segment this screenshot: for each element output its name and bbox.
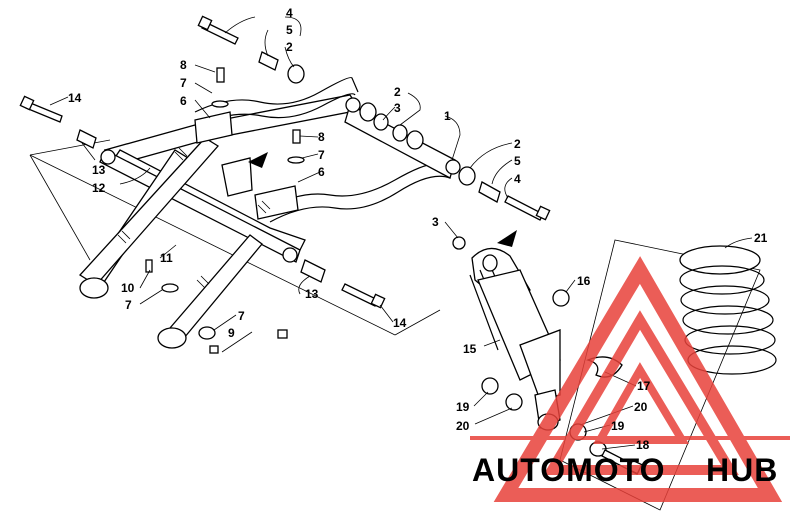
callout-14: 14 — [68, 91, 82, 105]
hardware-parts — [19, 15, 551, 354]
callout-2: 2 — [286, 40, 293, 54]
callout-11: 11 — [160, 251, 173, 265]
callout-5: 5 — [514, 154, 521, 168]
suspension-arm-assembly — [78, 76, 461, 349]
watermark-logo — [470, 256, 790, 502]
callout-16: 16 — [577, 274, 591, 288]
callout-6: 6 — [180, 94, 187, 108]
callout-6: 6 — [318, 165, 325, 179]
callout-8: 8 — [180, 58, 187, 72]
callout-4: 4 — [514, 172, 521, 186]
shock-absorber — [452, 236, 777, 475]
callout-3: 3 — [394, 101, 401, 115]
callout-8: 8 — [318, 130, 325, 144]
watermark-brand-b: HUB — [706, 452, 778, 488]
callout-5: 5 — [286, 23, 293, 37]
coil-spring — [679, 245, 777, 375]
callout-7: 7 — [180, 76, 187, 90]
callout-7: 7 — [125, 298, 132, 312]
callout-7: 7 — [238, 309, 245, 323]
watermark-brand-a: AUTOMOTO — [472, 452, 665, 488]
callout-19: 19 — [611, 419, 625, 433]
callout-20: 20 — [456, 419, 470, 433]
callout-1: 1 — [444, 109, 451, 123]
callout-7: 7 — [318, 148, 325, 162]
callout-labels: 4 5 2 8 7 6 14 13 12 2 3 1 8 7 6 2 5 4 1… — [68, 6, 768, 452]
callout-19: 19 — [456, 400, 470, 414]
callout-9: 9 — [228, 326, 235, 340]
callout-2: 2 — [394, 85, 401, 99]
callout-15: 15 — [463, 342, 477, 356]
callout-13: 13 — [92, 163, 106, 177]
callout-13: 13 — [305, 287, 319, 301]
callout-12: 12 — [92, 181, 106, 195]
callout-14: 14 — [393, 316, 407, 330]
leader-lines — [49, 16, 753, 450]
callout-17: 17 — [637, 379, 651, 393]
callout-3: 3 — [432, 215, 439, 229]
callout-21: 21 — [754, 231, 768, 245]
callout-18: 18 — [636, 438, 650, 452]
watermark-text: AUTOMOTO HUB — [472, 452, 778, 488]
callout-4: 4 — [286, 6, 293, 20]
callout-20: 20 — [634, 400, 648, 414]
callout-2: 2 — [514, 137, 521, 151]
callout-10: 10 — [121, 281, 135, 295]
